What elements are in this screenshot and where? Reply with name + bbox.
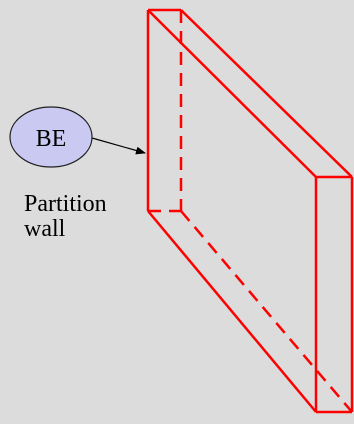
ellipse-badge <box>9 106 93 168</box>
badge-label: BE <box>36 126 67 152</box>
be-badge: BE <box>9 106 93 168</box>
arrow-icon <box>91 137 146 155</box>
wall-visible-edges <box>146 8 354 414</box>
caption-line-wall: wall <box>24 216 66 242</box>
front-inner-edge <box>147 9 317 178</box>
hidden-diagonal-edge <box>180 210 353 413</box>
wall-hidden-edges <box>148 10 353 413</box>
front-bottom-diagonal-edge <box>147 210 317 413</box>
caption-line-partition: Partition <box>24 191 107 217</box>
top-back-edge <box>180 9 353 178</box>
